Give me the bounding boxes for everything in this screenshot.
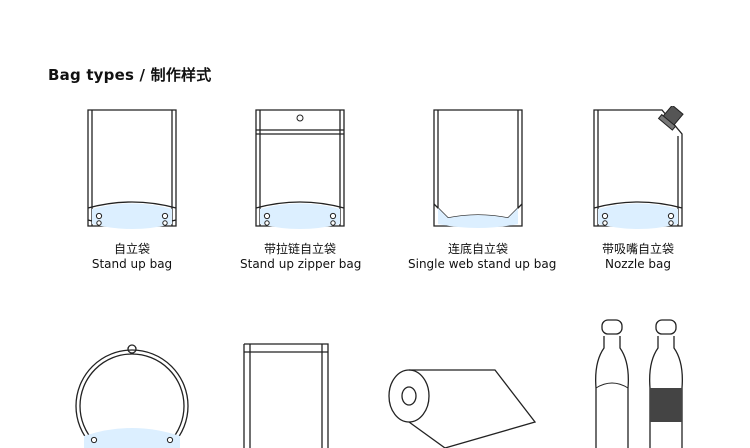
round-bag-icon (75, 344, 189, 448)
section-heading: Bag types / 制作样式 (48, 66, 212, 84)
bag-type-en-label: Stand up bag (91, 257, 173, 271)
stand-up-bag-icon (87, 109, 177, 229)
bag-type-item: 自立袋 Stand up bag (72, 108, 192, 272)
nozzle-bag-icon (593, 106, 684, 229)
bag-type-cn-label: 连底自立袋 (447, 242, 508, 256)
bag-type-en-label: Stand up zipper bag (240, 257, 362, 271)
flat-pouch-icon (243, 343, 329, 448)
bag-type-cn-label: 带拉链自立袋 (263, 242, 336, 256)
single-web-stand-up-bag-icon (433, 109, 523, 228)
stand-up-zipper-bag-icon (255, 109, 345, 229)
shaped-bottle-bag-icon (595, 319, 683, 448)
bag-type-item: 带吸嘴自立袋 Nozzle bag (578, 106, 698, 272)
bag-type-cn-label: 带吸嘴自立袋 (601, 242, 674, 256)
film-roll-icon (388, 369, 537, 448)
bag-type-item: 带拉链自立袋 Stand up zipper bag (240, 104, 362, 272)
bag-type-item: 连底自立袋 Single web stand up bag (408, 108, 557, 272)
bag-type-cn-label: 自立袋 (113, 242, 150, 256)
bag-type-en-label: Single web stand up bag (408, 257, 557, 271)
bag-type-en-label: Nozzle bag (604, 257, 672, 271)
